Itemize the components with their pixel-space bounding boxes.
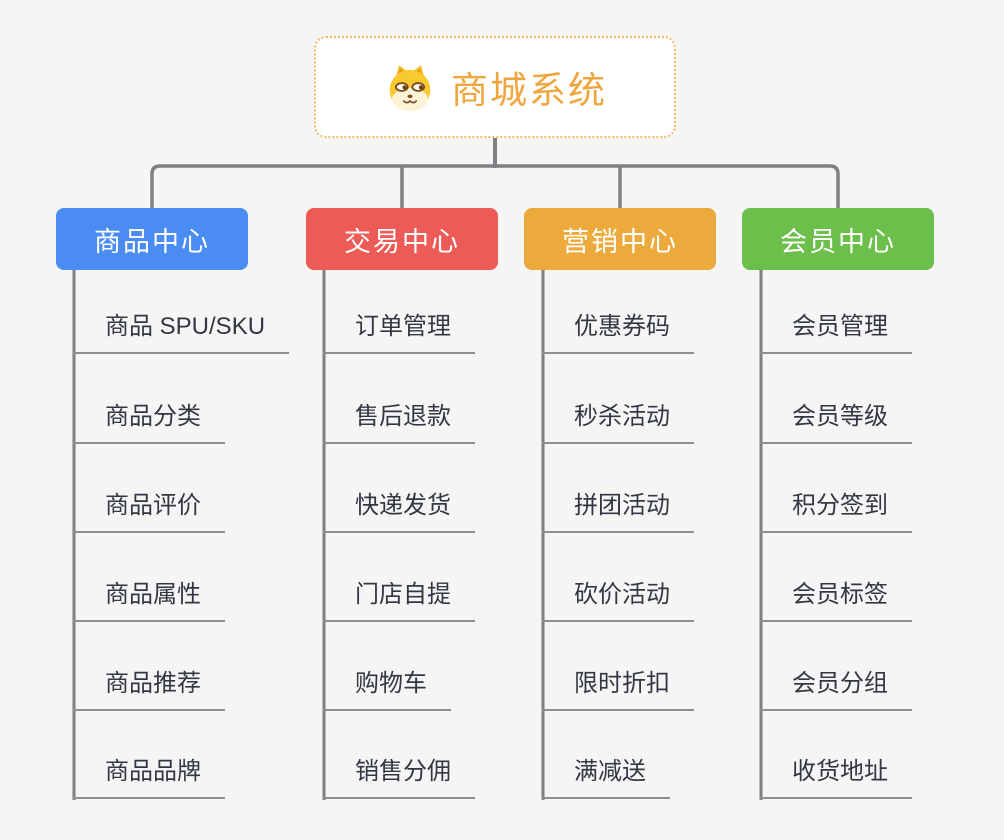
child-node[interactable]: 拼团活动 — [542, 489, 694, 533]
branch-node-marketing-center[interactable]: 营销中心 — [524, 208, 716, 270]
child-node[interactable]: 商品 SPU/SKU — [73, 310, 290, 354]
child-node[interactable]: 购物车 — [323, 667, 451, 711]
child-node[interactable]: 售后退款 — [323, 400, 475, 444]
branch-node-product-center[interactable]: 商品中心 — [56, 208, 248, 270]
child-node[interactable]: 商品属性 — [73, 578, 225, 622]
child-node[interactable]: 满减送 — [542, 755, 670, 799]
child-node[interactable]: 砍价活动 — [542, 578, 694, 622]
branch-label: 会员中心 — [780, 226, 896, 257]
child-node[interactable]: 收货地址 — [760, 755, 912, 799]
child-node[interactable]: 优惠券码 — [542, 310, 694, 354]
child-node[interactable]: 会员等级 — [760, 400, 912, 444]
root-node-label: 商城系统 — [451, 70, 607, 111]
child-node[interactable]: 商品评价 — [73, 489, 225, 533]
root-node[interactable]: 商城系统 — [314, 36, 676, 138]
branch-label: 交易中心 — [344, 226, 460, 257]
branch-label: 营销中心 — [562, 226, 678, 257]
branch-label: 商品中心 — [94, 226, 210, 257]
child-node[interactable]: 会员标签 — [760, 578, 912, 622]
child-node[interactable]: 限时折扣 — [542, 667, 694, 711]
child-node[interactable]: 商品分类 — [73, 400, 225, 444]
child-node[interactable]: 快递发货 — [323, 489, 475, 533]
child-node[interactable]: 门店自提 — [323, 578, 475, 622]
dog-face-icon — [389, 65, 431, 112]
child-node[interactable]: 订单管理 — [323, 310, 475, 354]
child-node[interactable]: 会员分组 — [760, 667, 912, 711]
child-node[interactable]: 会员管理 — [760, 310, 912, 354]
child-node[interactable]: 商品品牌 — [73, 755, 225, 799]
child-node[interactable]: 秒杀活动 — [542, 400, 694, 444]
child-node[interactable]: 销售分佣 — [323, 755, 475, 799]
child-node[interactable]: 商品推荐 — [73, 667, 225, 711]
child-node[interactable]: 积分签到 — [760, 489, 912, 533]
branch-node-member-center[interactable]: 会员中心 — [742, 208, 934, 270]
branch-node-trade-center[interactable]: 交易中心 — [306, 208, 498, 270]
